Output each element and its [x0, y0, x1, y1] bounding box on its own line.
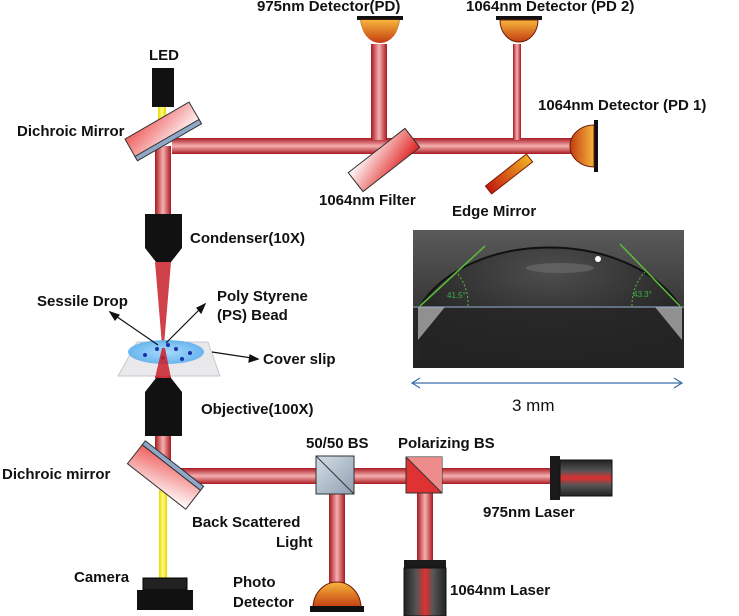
scale-bar	[410, 377, 684, 389]
camera-beam	[159, 490, 167, 580]
ps-bead-label-line2: (PS) Bead	[217, 307, 288, 324]
led-body	[152, 68, 174, 107]
laser1064-beam	[417, 490, 433, 568]
camera	[137, 577, 193, 610]
objective-label: Objective(100X)	[201, 401, 314, 418]
detector-1064-pd2-label: 1064nm Detector (PD 2)	[466, 0, 634, 15]
angle-right-value: 43.3°	[633, 290, 652, 299]
beam-paths	[155, 44, 572, 588]
dichroic-mirror-bottom-label: Dichroic mirror	[2, 466, 111, 483]
back-scattered-label-line2: Light	[276, 534, 313, 551]
dichroic-mirror-bottom	[126, 440, 205, 510]
detector-1064-pd1-label: 1064nm Detector (PD 1)	[538, 97, 706, 114]
condenser-beam	[155, 146, 171, 216]
detector-1064-pd1	[569, 120, 598, 172]
sessile-drop-label: Sessile Drop	[37, 293, 128, 310]
condenser-label: Condenser(10X)	[190, 230, 305, 247]
focus-cone-top	[155, 262, 171, 345]
dichroic-mirror-top-label: Dichroic Mirror	[17, 123, 125, 140]
laser-975-label: 975nm Laser	[483, 504, 575, 521]
detector-1064-pd2	[496, 16, 542, 43]
contact-tangent-right	[619, 243, 681, 307]
ps-bead	[188, 351, 192, 355]
led-source: LED	[149, 47, 179, 107]
detector-975-label: 975nm Detector(PD)	[257, 0, 400, 15]
top-horizontal-beam	[172, 138, 572, 154]
ps-bead	[143, 353, 147, 357]
contact-tangent-left	[419, 245, 486, 307]
objective-lens	[145, 378, 182, 436]
ps-bead	[166, 343, 170, 347]
laser-1064-label: 1064nm Laser	[450, 582, 550, 599]
bottom-horizontal-beam	[178, 468, 556, 484]
annotation-arrows	[108, 302, 260, 363]
ps-bead-label-line1: Poly Styrene	[217, 288, 308, 305]
laser-1064	[403, 560, 447, 616]
ps-bead	[174, 347, 178, 351]
led-label: LED	[149, 47, 179, 64]
filter-1064-label: 1064nm Filter	[319, 192, 416, 209]
scale-bar-label: 3 mm	[512, 396, 555, 415]
contact-angle-inset: 41.5° 43.3°	[413, 230, 684, 368]
photodetector-beam	[329, 490, 345, 588]
condenser-lens	[145, 214, 182, 262]
cover-slip-label: Cover slip	[263, 351, 336, 368]
back-scattered-label-line1: Back Scattered	[192, 514, 300, 531]
photo-detector	[310, 581, 364, 612]
beam-splitter-5050	[315, 455, 355, 495]
photo-detector-label-line2: Detector	[233, 594, 294, 611]
edge-mirror	[484, 153, 534, 195]
detector-975	[357, 16, 403, 43]
sample-stage	[117, 340, 221, 378]
ps-bead	[180, 357, 184, 361]
polarizing-bs-label: Polarizing BS	[398, 435, 495, 452]
dichroic-mirror-top	[124, 101, 203, 162]
laser-975	[550, 456, 613, 500]
focus-cone-bottom	[155, 348, 171, 378]
ps-bead	[155, 347, 159, 351]
polarizing-beam-splitter	[405, 456, 443, 494]
angle-left-value: 41.5°	[447, 291, 466, 300]
photo-detector-label-line1: Photo	[233, 574, 276, 591]
filter-1064	[347, 127, 421, 193]
edge-mirror-label: Edge Mirror	[452, 203, 536, 220]
camera-label: Camera	[74, 569, 130, 586]
sessile-drop-shape	[128, 340, 204, 364]
beam-splitter-5050-label: 50/50 BS	[306, 435, 369, 452]
pd2-beam	[513, 44, 521, 140]
pd975-beam	[371, 44, 387, 140]
